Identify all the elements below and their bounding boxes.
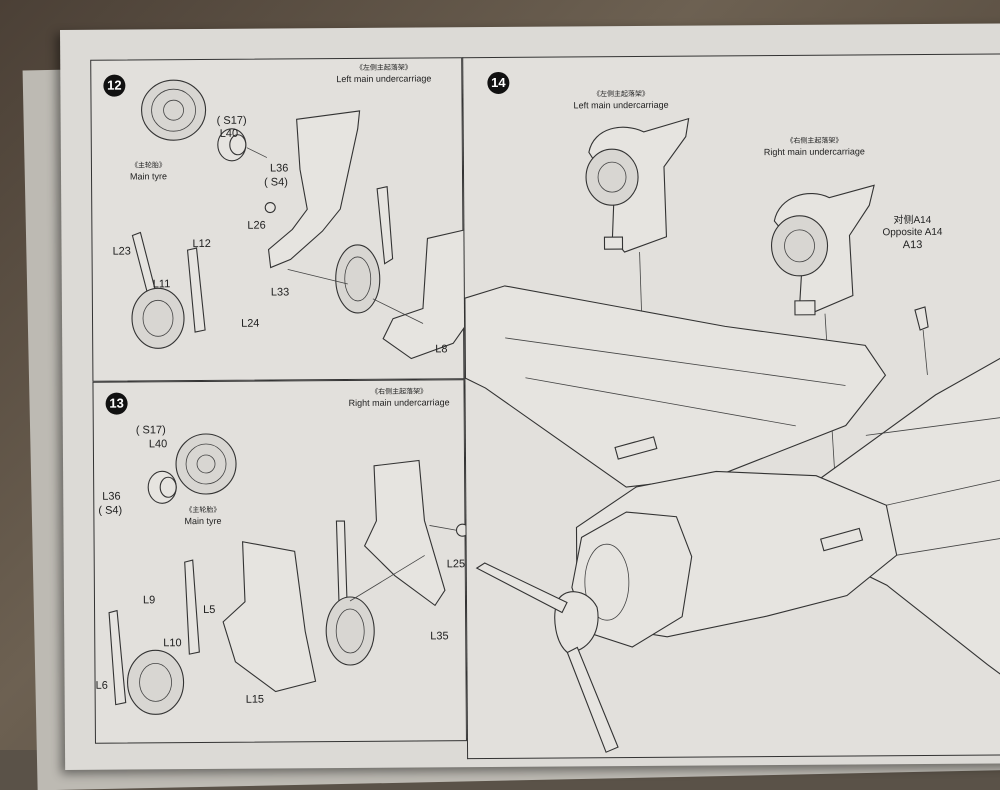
label-l26: L26 [247,219,266,232]
part-a13 [914,306,929,331]
label-s4: ( S4) [264,176,288,189]
gear-wheel-assembled [335,244,381,314]
label-l10: L10 [163,637,182,650]
propeller-blade-upper [475,562,568,614]
step-13-panel: 13 《右侧主起落架》 Right main undercarriage 《主轮… [92,379,470,744]
propeller-blade-lower [566,646,619,753]
label-s4-right: ( S4) [98,504,123,517]
gear-door-l33 [267,110,361,269]
step-12-panel: 12 《左侧主起落架》 Left main undercarriage 《主轮胎… [90,57,479,382]
step-13-drawing [108,433,470,715]
label-l24: L24 [241,317,260,330]
propeller-spinner [554,591,599,654]
label-l9: L9 [142,594,156,607]
label-l36: L36 [269,162,289,175]
label-s17: ( S17) [216,114,247,127]
label-l36-right: L36 [102,490,121,503]
label-l33: L33 [270,286,290,299]
step-14-panel: 14 《左侧主起落架》 Left main undercarriage 《右侧主… [462,53,1000,760]
leg-assembly-tyre-right [127,649,185,715]
label-l11: L11 [152,278,171,291]
main-tyre-right [175,433,237,495]
label-l23: L23 [112,245,131,258]
label-l40-right: L40 [148,438,168,451]
part-l26 [264,201,276,214]
leg-assembly-tyre [131,287,185,349]
main-tyre-left [141,79,207,141]
label-l15: L15 [245,693,265,706]
label-l5: L5 [203,603,216,617]
instruction-sheet: 12 《左侧主起落架》 Left main undercarriage 《主轮胎… [60,23,1000,770]
step-14-drawing [464,117,1000,753]
label-s17-right: ( S17) [135,424,166,437]
gear-door-l35 [363,459,446,607]
label-l40: L40 [219,127,239,140]
label-l6: L6 [95,679,108,692]
step-12-drawing [131,79,479,360]
fairing-l15 [222,541,317,693]
label-l35: L35 [430,630,449,643]
label-l8: L8 [435,343,448,356]
label-l12: L12 [192,237,211,251]
label-l25: L25 [446,558,466,571]
left-wing [464,285,887,488]
gear-wheel-assembled-right [325,596,375,666]
